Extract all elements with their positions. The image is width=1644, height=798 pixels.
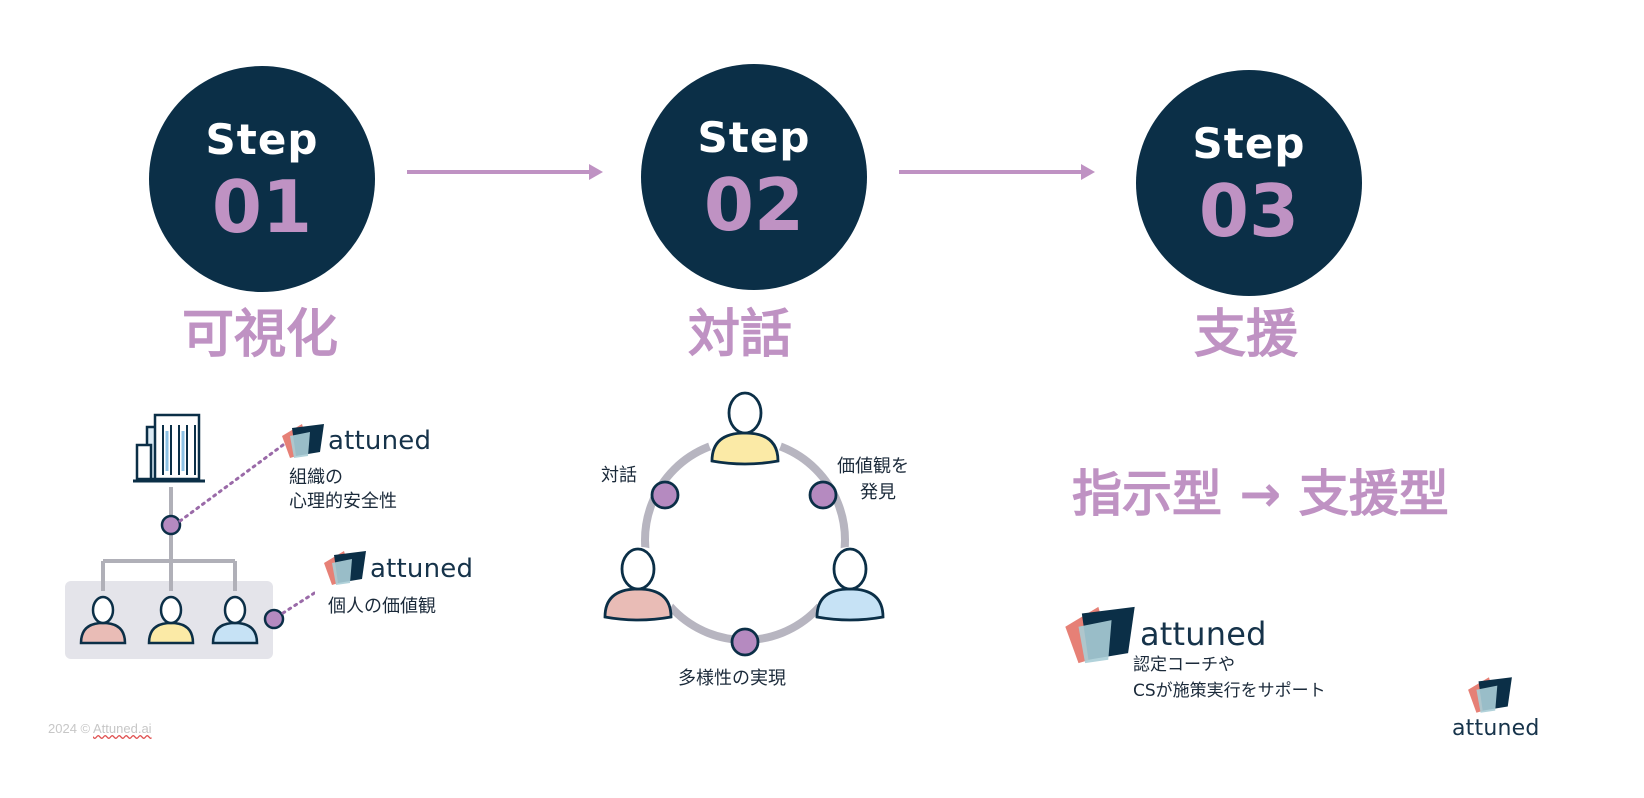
step-03-circle: Step 03 bbox=[1136, 70, 1362, 296]
copyright-link[interactable]: Attuned.ai bbox=[93, 721, 152, 736]
attuned-wordmark: attuned bbox=[1140, 615, 1267, 653]
caption-org-line2: 心理的安全性 bbox=[289, 491, 397, 512]
org-node-dot bbox=[160, 514, 182, 536]
step-01-circle: Step 01 bbox=[149, 66, 375, 292]
step-02-label: Step bbox=[697, 113, 811, 162]
step-01-label: Step bbox=[205, 115, 319, 164]
attuned-logo-icon bbox=[282, 424, 324, 458]
person-icon bbox=[147, 595, 195, 645]
person-icon bbox=[79, 595, 127, 645]
attuned-logo-icon bbox=[324, 551, 366, 585]
label-dialogue: 対話 bbox=[601, 465, 637, 486]
corner-attuned-wordmark: attuned bbox=[1452, 716, 1540, 741]
attuned-logo-icon bbox=[1065, 606, 1135, 664]
label-diversity: 多様性の実現 bbox=[678, 668, 786, 689]
team-node-dot bbox=[263, 608, 285, 630]
caption-org-line1: 組織の bbox=[289, 467, 343, 488]
caption-coach-line1: 認定コーチや bbox=[1133, 655, 1235, 675]
step-02-circle: Step 02 bbox=[641, 64, 867, 290]
support-headline: 指示型 → 支援型 bbox=[1072, 465, 1449, 523]
step-02-number: 02 bbox=[703, 163, 805, 247]
org-structure-illustration bbox=[65, 413, 315, 659]
step-arrow-1-to-2 bbox=[407, 164, 603, 180]
attuned-wordmark: attuned bbox=[370, 554, 474, 584]
step-02-title: 対話 bbox=[687, 305, 792, 365]
label-discover-values-line2: 発見 bbox=[860, 482, 896, 503]
copyright-prefix: 2024 © bbox=[48, 721, 94, 736]
caption-coach-line2: CSが施策実行をサポート bbox=[1133, 681, 1326, 701]
person-icon bbox=[603, 547, 673, 622]
person-icon bbox=[815, 547, 885, 622]
step-01-title: 可視化 bbox=[181, 305, 338, 365]
step-03-number: 03 bbox=[1198, 169, 1300, 253]
step-arrow-2-to-3 bbox=[899, 164, 1095, 180]
person-icon bbox=[710, 391, 780, 466]
attuned-logo-icon bbox=[1468, 677, 1512, 713]
caption-values: 個人の価値観 bbox=[328, 596, 436, 617]
building-icon bbox=[133, 413, 205, 483]
label-discover-values-line1: 価値観を bbox=[837, 456, 909, 477]
person-icon bbox=[211, 595, 259, 645]
step-03-title: 支援 bbox=[1193, 305, 1298, 365]
step-03-label: Step bbox=[1192, 119, 1306, 168]
copyright: 2024 © Attuned.ai bbox=[48, 721, 152, 736]
step-01-number: 01 bbox=[211, 165, 313, 249]
attuned-wordmark: attuned bbox=[328, 426, 432, 456]
dialogue-cycle-illustration bbox=[602, 391, 888, 657]
